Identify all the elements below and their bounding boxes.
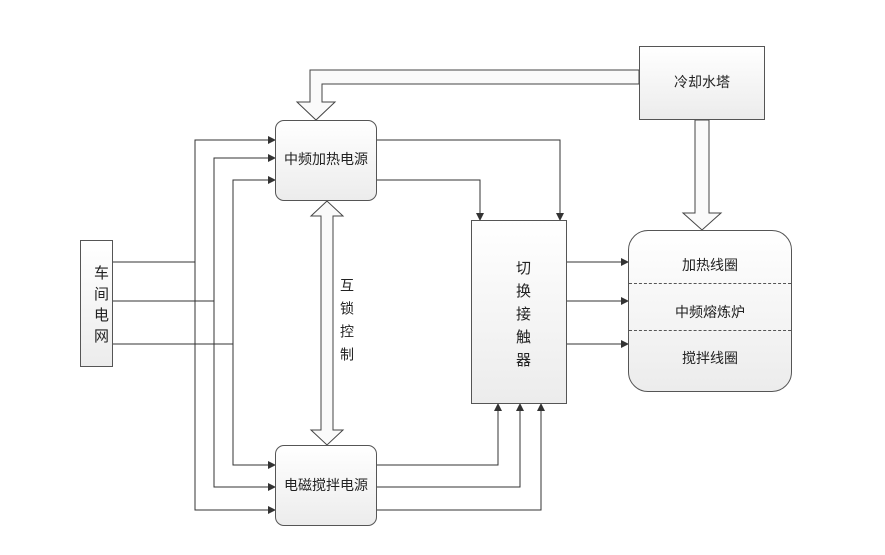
cooling-to-furnace-arrow: [681, 119, 723, 231]
furnace-divider-top: [629, 283, 791, 284]
cooling-tower-box: 冷却水塔: [639, 46, 765, 120]
mf-power-box: 中频加热电源: [275, 120, 377, 201]
furnace-stirring-coil: 搅拌线圈: [682, 351, 738, 367]
cooling-tower-label: 冷却水塔: [674, 75, 730, 91]
furnace-heating-coil: 加热线圈: [682, 258, 738, 274]
furnace-divider-bottom: [629, 330, 791, 331]
grid-line-2b: [213, 301, 276, 491]
em-to-switch-3: [377, 403, 545, 511]
mf-to-switch-1: [377, 139, 564, 221]
em-power-box: 电磁搅拌电源: [275, 445, 377, 526]
switch-contactor-box: 切换接触器: [471, 220, 567, 404]
furnace-box: 加热线圈 中频熔炼炉 搅拌线圈: [628, 230, 792, 392]
em-to-switch-2: [377, 403, 524, 488]
workshop-grid-label: 车间电网: [92, 264, 110, 349]
em-to-switch-1: [377, 403, 502, 466]
mf-power-label: 中频加热电源: [284, 152, 368, 168]
grid-line-1b: [194, 262, 276, 514]
grid-line-2: [113, 154, 276, 302]
mf-to-switch-2: [377, 179, 484, 221]
grid-line-3b: [232, 344, 276, 469]
interlock-label: 互锁控制: [338, 278, 354, 370]
workshop-grid-box: 车间电网: [80, 240, 113, 367]
furnace-melting-label: 中频熔炼炉: [675, 305, 745, 321]
grid-line-3: [113, 176, 276, 345]
cooling-to-mf-arrow: [295, 69, 640, 121]
switch-contactor-label: 切换接触器: [514, 259, 532, 375]
grid-line-1: [113, 136, 276, 263]
em-power-label: 电磁搅拌电源: [284, 478, 368, 494]
